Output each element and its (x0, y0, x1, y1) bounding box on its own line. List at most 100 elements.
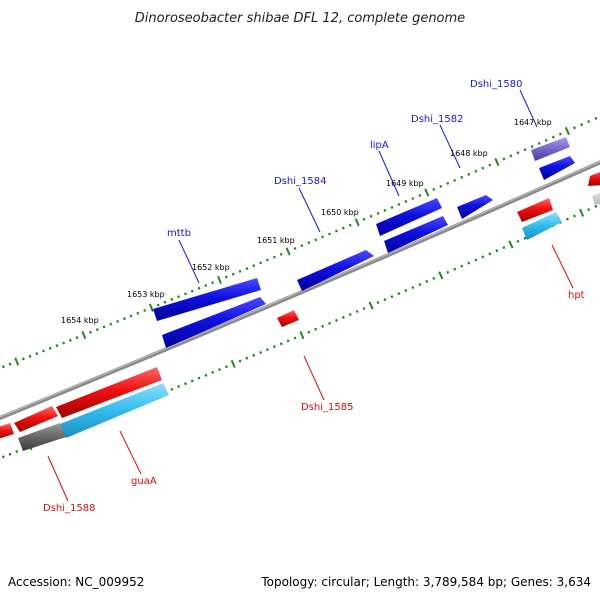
outer-ring-minor-tick (252, 264, 256, 268)
outer-ring-minor-tick (204, 283, 208, 288)
inner-ring-minor-tick (502, 246, 506, 250)
inner-ring-minor-tick (252, 353, 256, 357)
outer-ring-minor-tick (35, 352, 39, 356)
gene-guaa-arrow[interactable] (56, 367, 162, 418)
gene-dshi-1580b-arrow[interactable] (539, 156, 575, 180)
tick-labels: 1647 kbp 1648 kbp 1649 kbp 1650 kbp 1651… (61, 118, 552, 325)
gene-dshi-1582-arrow[interactable] (457, 195, 493, 219)
inner-ring-minor-tick (383, 298, 387, 302)
leader-dshi-1582 (439, 124, 461, 169)
inner-ring-minor-tick (488, 252, 492, 256)
outer-ring-minor-tick (516, 151, 520, 155)
gene-far-right-red-arrow[interactable] (588, 170, 600, 186)
outer-ring-minor-tick (467, 172, 471, 176)
label-dshi-1588[interactable]: Dshi_1588 (43, 503, 95, 514)
inner-ring-minor-tick (432, 276, 436, 280)
gene-mttb-arrow[interactable] (153, 278, 261, 321)
outer-ring-minor-tick (177, 295, 181, 299)
label-hpt[interactable]: hpt (568, 290, 585, 301)
label-lipa[interactable]: lipA (370, 140, 389, 151)
outer-ring-minor-tick (383, 208, 387, 212)
outer-ring-minor-tick (509, 154, 513, 158)
gene-far-left-red-arrow[interactable] (0, 423, 14, 440)
inner-ring-minor-tick (418, 282, 422, 287)
tick-label-1649: 1649 kbp (386, 179, 424, 188)
inner-ring-minor-tick (411, 285, 415, 290)
outer-ring-minor-tick (293, 246, 297, 251)
gene-hpt-arrow[interactable] (517, 198, 553, 222)
inner-ring-minor-tick (238, 359, 242, 363)
inner-ring-minor-tick (390, 295, 394, 299)
leader-guaa (119, 430, 142, 475)
outer-ring-minor-tick (259, 261, 263, 265)
outer-ring-minor-tick (376, 211, 380, 215)
outer-ring-minor-tick (170, 297, 174, 302)
outer-ring-minor-tick (397, 202, 401, 206)
inner-ring-minor-tick (177, 384, 181, 389)
gene-labels: Dshi_1580 Dshi_1582 lipA Dshi_1584 mttb … (43, 79, 585, 514)
outer-ring-minor-tick (265, 258, 269, 262)
gene-dshi-1585-arrow[interactable] (277, 310, 299, 327)
label-mttb[interactable]: mttb (167, 228, 191, 239)
outer-ring-minor-tick (42, 349, 45, 353)
inner-ring-minor-tick (190, 379, 194, 383)
outer-ring-minor-tick (129, 314, 133, 318)
gene-far-right-gray-arrow[interactable] (592, 190, 600, 205)
outer-ring-minor-tick (48, 346, 52, 350)
gene-guaa-rna[interactable] (60, 383, 169, 438)
outer-ring-minor-tick (341, 226, 345, 230)
gene-dshi-1584-arrow[interactable] (297, 250, 374, 291)
gene-hpt-rna[interactable] (522, 212, 562, 240)
inner-ring-minor-tick (523, 236, 527, 240)
outer-ring-minor-tick (537, 141, 541, 146)
outer-ring-minor-tick (362, 217, 366, 221)
tick-label-1653: 1653 kbp (127, 290, 165, 299)
outer-ring-minor-tick (411, 196, 415, 201)
label-dshi-1582[interactable]: Dshi_1582 (411, 114, 463, 125)
gene-lipa-b-arrow[interactable] (384, 216, 448, 253)
outer-ring-major-tick (285, 247, 291, 256)
outer-ring-major-tick (217, 275, 222, 284)
gene-dshi-1588-gray[interactable] (18, 423, 66, 451)
label-dshi-1580[interactable]: Dshi_1580 (470, 79, 522, 90)
outer-ring-minor-tick (523, 148, 527, 152)
outer-ring-minor-tick (190, 289, 194, 293)
outer-ring-minor-tick (488, 163, 492, 167)
outer-ring-minor-tick (163, 300, 167, 304)
leader-dshi-1584 (298, 187, 321, 233)
outer-tick-ring (1, 116, 598, 369)
outer-ring-major-tick (424, 188, 430, 197)
outer-ring-minor-tick (279, 252, 283, 256)
gene-mttb-b-arrow[interactable] (162, 297, 266, 348)
inner-ring-minor-tick (321, 324, 325, 328)
gene-lipa-arrow[interactable] (376, 198, 442, 236)
tick-label-1654: 1654 kbp (61, 316, 99, 325)
outer-ring-major-tick (494, 157, 500, 167)
inner-ring-minor-tick (516, 239, 520, 243)
outer-ring-minor-tick (418, 193, 422, 198)
outer-ring-minor-tick (143, 308, 147, 313)
inner-ring-minor-tick (272, 345, 276, 349)
label-guaa[interactable]: guaA (131, 476, 157, 487)
outer-ring-minor-tick (89, 330, 93, 334)
outer-ring-minor-tick (95, 328, 99, 332)
outer-ring-minor-tick (481, 166, 485, 170)
outer-ring-minor-tick (587, 119, 591, 124)
inner-ring-minor-tick (425, 279, 429, 283)
gene-dshi-1588-arrow[interactable] (14, 406, 58, 432)
inner-ring-minor-tick (397, 292, 401, 296)
inner-ring-major-tick (299, 331, 305, 340)
outer-ring-minor-tick (1, 365, 5, 369)
outer-ring-minor-tick (558, 132, 562, 136)
inner-ring-minor-tick (404, 288, 408, 293)
gene-dshi-1580-arrow[interactable] (531, 137, 570, 161)
label-leaders (47, 89, 574, 502)
inner-ring-major-tick (230, 359, 236, 368)
label-dshi-1584[interactable]: Dshi_1584 (274, 176, 326, 187)
outer-ring-minor-tick (404, 199, 408, 204)
inner-ring-minor-tick (341, 315, 345, 320)
inner-ring-minor-tick (495, 249, 499, 253)
outer-ring-minor-tick (327, 232, 332, 236)
label-dshi-1585[interactable]: Dshi_1585 (301, 402, 353, 413)
